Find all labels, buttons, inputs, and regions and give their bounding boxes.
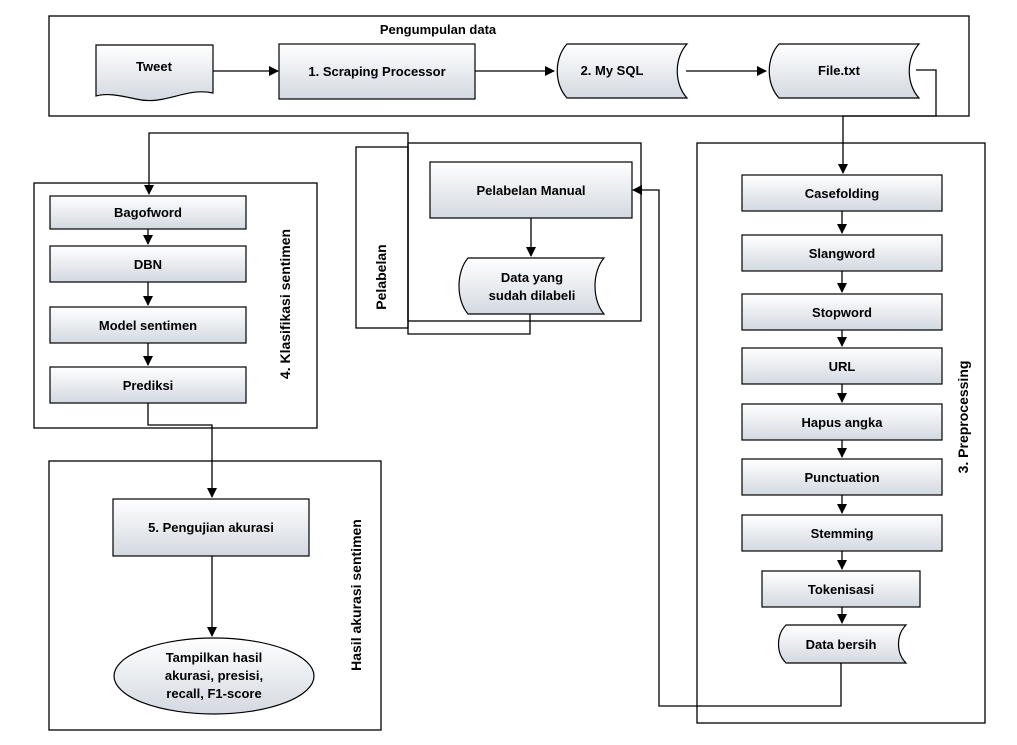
section-title-pengumpulan: Pengumpulan data bbox=[380, 22, 497, 37]
node-slangword-label: Slangword bbox=[809, 246, 876, 261]
node-bagofword bbox=[49, 195, 247, 230]
section-title-klasifikasi: 4. Klasifikasi sentimen bbox=[277, 229, 293, 379]
node-pengujian-akurasi-label: 5. Pengujian akurasi bbox=[148, 520, 274, 535]
node-stopword bbox=[741, 293, 943, 331]
section-title-pelabelan: Pelabelan bbox=[373, 244, 389, 309]
node-tampilkan-line3: recall, F1-score bbox=[166, 686, 261, 701]
node-slangword bbox=[741, 234, 943, 272]
node-mysql-label: 2. My SQL bbox=[581, 63, 644, 78]
node-tokenisasi bbox=[761, 570, 921, 608]
node-stopword-label: Stopword bbox=[812, 305, 872, 320]
edge-data-bersih-to-pelabelan bbox=[632, 185, 842, 707]
frame-hasil-akurasi bbox=[48, 460, 382, 731]
section-title-hasil: Hasil akurasi sentimen bbox=[348, 519, 364, 671]
node-prediksi-label: Prediksi bbox=[123, 378, 174, 393]
edge-prediksi-to-pengujian bbox=[147, 403, 217, 498]
node-file-txt-label: File.txt bbox=[818, 63, 861, 78]
node-dbn-label: DBN bbox=[134, 257, 162, 272]
node-url bbox=[741, 347, 943, 385]
node-tweet bbox=[95, 44, 214, 102]
node-punctuation-label: Punctuation bbox=[804, 470, 879, 485]
node-pelabelan-manual-label: Pelabelan Manual bbox=[476, 183, 585, 198]
node-file-txt bbox=[768, 43, 921, 99]
edge-file-to-casefolding bbox=[838, 69, 937, 174]
node-prediksi bbox=[49, 366, 247, 404]
node-model-sentimen bbox=[49, 306, 247, 344]
node-data-dilabeli-line1: Data yang bbox=[501, 270, 563, 285]
node-stemming-label: Stemming bbox=[811, 526, 874, 541]
node-stemming bbox=[741, 514, 943, 552]
node-data-bersih-label: Data bersih bbox=[806, 637, 877, 652]
node-data-bersih bbox=[777, 624, 908, 664]
node-scraping-label: 1. Scraping Processor bbox=[308, 64, 445, 79]
node-bagofword-label: Bagofword bbox=[114, 205, 182, 220]
node-model-sentimen-label: Model sentimen bbox=[99, 318, 197, 333]
frame-preprocessing bbox=[696, 142, 986, 724]
node-url-label: URL bbox=[829, 359, 856, 374]
frame-pengumpulan-data bbox=[48, 15, 970, 117]
section-title-preprocessing: 3. Preprocessing bbox=[955, 361, 971, 474]
node-mysql bbox=[556, 43, 689, 99]
node-casefolding-label: Casefolding bbox=[805, 186, 879, 201]
node-tampilkan-line2: akurasi, presisi, bbox=[165, 668, 263, 683]
node-punctuation bbox=[741, 458, 943, 496]
node-hapus-angka-label: Hapus angka bbox=[802, 415, 884, 430]
node-tampilkan-hasil bbox=[113, 637, 315, 715]
node-casefolding bbox=[741, 174, 943, 212]
node-scraping bbox=[278, 43, 476, 100]
node-data-dilabeli bbox=[458, 257, 606, 315]
node-tampilkan-line1: Tampilkan hasil bbox=[166, 650, 263, 665]
node-pelabelan-manual bbox=[429, 161, 633, 219]
edge-data-dilabeli-to-bagofword bbox=[144, 132, 531, 335]
node-data-dilabeli-line2: sudah dilabeli bbox=[489, 288, 576, 303]
frame-klasifikasi bbox=[33, 182, 318, 429]
node-tweet-label: Tweet bbox=[136, 59, 173, 74]
node-pengujian-akurasi bbox=[112, 498, 310, 557]
node-tokenisasi-label: Tokenisasi bbox=[808, 582, 874, 597]
node-dbn bbox=[49, 245, 247, 283]
